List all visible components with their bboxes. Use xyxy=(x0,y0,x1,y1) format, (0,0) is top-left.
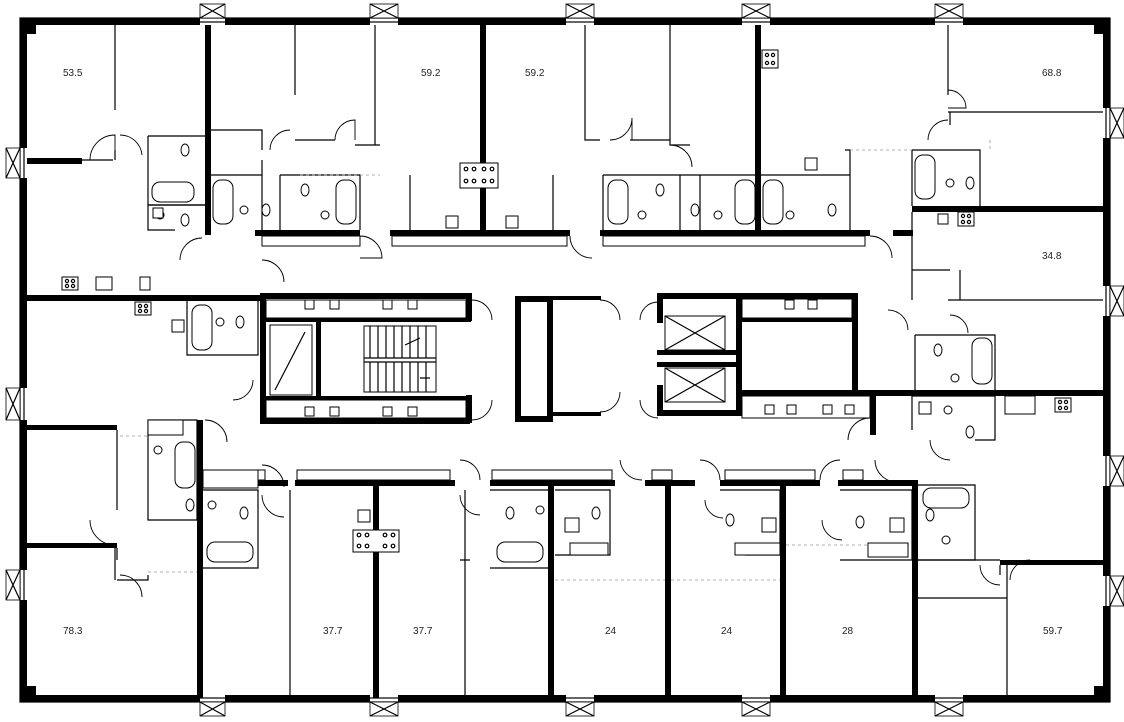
exterior-walls xyxy=(19,17,1111,703)
washing-machines xyxy=(152,157,1028,533)
interior-walls xyxy=(27,25,1103,698)
zone-lines xyxy=(120,140,991,581)
bathtubs xyxy=(151,154,993,563)
area-label: 37.7 xyxy=(323,626,343,637)
area-label: 37.7 xyxy=(413,626,433,637)
toilets xyxy=(180,143,975,529)
area-label: 34.8 xyxy=(1042,251,1062,262)
staircase xyxy=(363,325,437,393)
area-label: 59.2 xyxy=(525,68,545,79)
area-label: 24 xyxy=(605,626,617,637)
area-label: 68.8 xyxy=(1042,68,1062,79)
area-label: 24 xyxy=(721,626,733,637)
cooktops xyxy=(61,49,1072,558)
apartment-area-labels: 53.5 59.2 59.2 68.8 34.8 78.3 37.7 37.7 … xyxy=(63,68,1063,637)
windows xyxy=(5,3,1124,717)
doors xyxy=(89,89,1031,598)
area-label: 53.5 xyxy=(63,68,83,79)
area-label: 28 xyxy=(842,626,854,637)
area-label: 59.2 xyxy=(421,68,441,79)
partitions xyxy=(82,25,1103,698)
elevator-shafts xyxy=(269,315,726,403)
area-label: 78.3 xyxy=(63,626,83,637)
area-label: 59.7 xyxy=(1043,626,1063,637)
